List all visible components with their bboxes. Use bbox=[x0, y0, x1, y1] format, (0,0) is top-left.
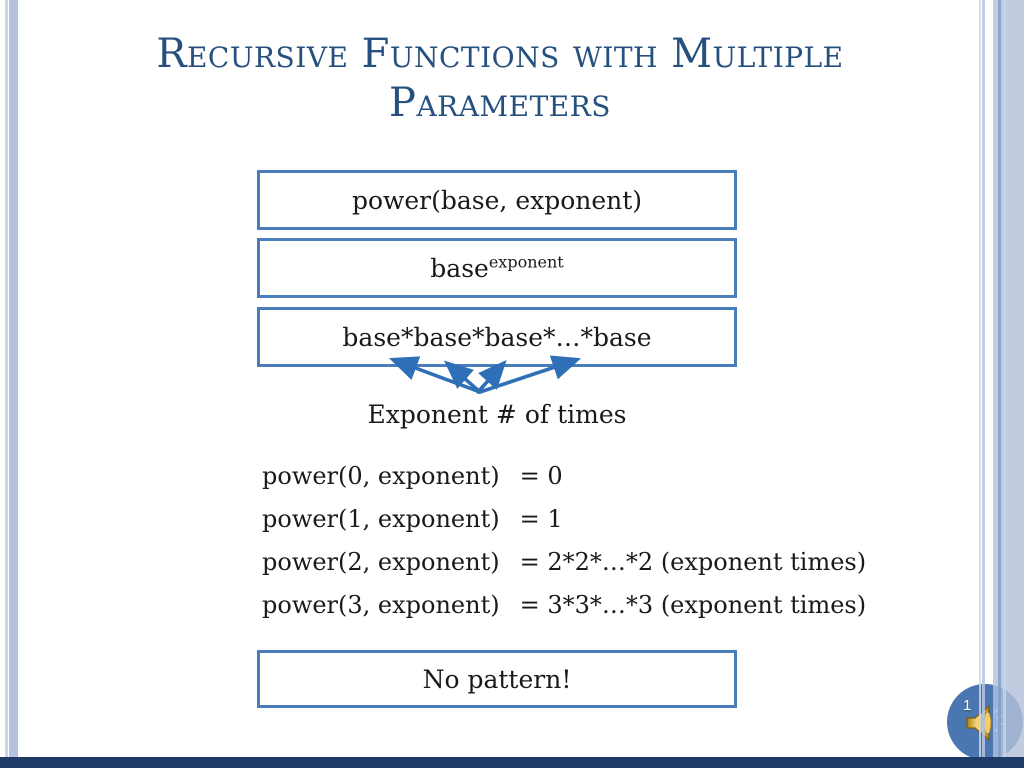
equation-lhs: power(1, exponent) bbox=[262, 505, 500, 533]
equation-rhs: = 2*2*…*2 (exponent times) bbox=[519, 548, 867, 576]
box-expansion-label: base*base*base*…*base bbox=[342, 322, 652, 352]
box-expansion: base*base*base*…*base bbox=[257, 307, 737, 367]
equation-rhs: = 3*3*…*3 (exponent times) bbox=[519, 591, 867, 619]
equation-list: power(0, exponent) = 0 power(1, exponent… bbox=[262, 455, 866, 627]
equation-row: power(0, exponent) = 0 bbox=[262, 455, 866, 498]
right-edge-stripe-lightline bbox=[1003, 0, 1006, 757]
right-edge-stripe-thin bbox=[979, 0, 981, 757]
right-edge-stripe-inner bbox=[982, 0, 985, 757]
equation-lhs: power(2, exponent) bbox=[262, 548, 500, 576]
equation-row: power(3, exponent) = 3*3*…*3 (exponent t… bbox=[262, 584, 866, 627]
arrow-fan-icon bbox=[388, 355, 582, 394]
box-power-call: power(base, exponent) bbox=[257, 170, 737, 230]
right-edge-stripe-darkline bbox=[998, 0, 1001, 757]
left-edge-stripe-band bbox=[9, 0, 18, 757]
slide-title: Recursive Functions with Multiple Parame… bbox=[60, 30, 940, 128]
arrow-caption: Exponent # of times bbox=[367, 400, 627, 429]
box-base-exponent: baseexponent bbox=[257, 238, 737, 298]
box-power-call-label: power(base, exponent) bbox=[351, 185, 643, 215]
box-base-exponent-label: baseexponent bbox=[430, 254, 563, 283]
equation-lhs: power(0, exponent) bbox=[262, 462, 500, 490]
slide-number: 1 bbox=[963, 697, 972, 714]
base-text: base bbox=[430, 253, 489, 283]
equation-row: power(1, exponent) = 1 bbox=[262, 498, 866, 541]
bottom-bar bbox=[0, 757, 1024, 768]
equation-row: power(2, exponent) = 2*2*…*2 (exponent t… bbox=[262, 541, 866, 584]
equation-rhs: = 1 bbox=[519, 505, 563, 533]
equation-lhs: power(3, exponent) bbox=[262, 591, 500, 619]
equation-rhs: = 0 bbox=[519, 462, 563, 490]
box-conclusion: No pattern! bbox=[257, 650, 737, 708]
left-edge-stripe-thin bbox=[5, 0, 8, 757]
slide-title-line2: Parameters bbox=[389, 80, 611, 127]
exponent-superscript: exponent bbox=[488, 252, 564, 272]
conclusion-label: No pattern! bbox=[422, 664, 572, 694]
slide-title-line1: Recursive Functions with Multiple bbox=[156, 31, 844, 77]
